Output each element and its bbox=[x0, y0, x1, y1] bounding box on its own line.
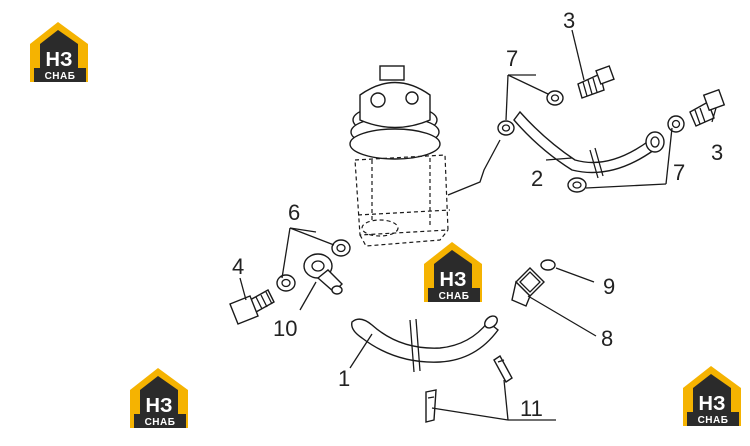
callout-11: 11 bbox=[520, 396, 543, 421]
callout-6: 6 bbox=[288, 200, 300, 225]
watermark-logo: НЗ СНАБ bbox=[130, 368, 188, 428]
bolt-4 bbox=[229, 289, 275, 325]
brand-logo: НЗ СНАБ bbox=[30, 22, 88, 82]
watermark-main-text: НЗ bbox=[440, 269, 467, 291]
watermark-sub-text: СНАБ bbox=[698, 415, 729, 426]
clamp-11a bbox=[425, 389, 437, 423]
callout-3-upper: 3 bbox=[563, 8, 575, 33]
banjo-fitting-10 bbox=[303, 253, 343, 295]
logo-main-text: НЗ bbox=[46, 49, 73, 71]
connector-line bbox=[447, 139, 501, 196]
washer-7c bbox=[667, 115, 685, 133]
callout-3-right: 3 bbox=[711, 140, 723, 165]
hose-1 bbox=[351, 315, 499, 373]
o-ring-9 bbox=[540, 259, 556, 271]
washer-7d bbox=[567, 177, 587, 193]
watermark-main-text: НЗ bbox=[146, 395, 173, 417]
watermark-sub-text: СНАБ bbox=[439, 291, 470, 302]
compressor-assembly bbox=[349, 65, 451, 247]
callout-9: 9 bbox=[603, 274, 615, 299]
washer-6b bbox=[331, 239, 351, 257]
callout-8: 8 bbox=[601, 326, 613, 351]
washer-7a bbox=[497, 120, 515, 136]
callout-7-lower: 7 bbox=[673, 160, 685, 185]
washer-6a bbox=[276, 274, 296, 292]
callout-7-upper: 7 bbox=[506, 46, 518, 71]
leader-lines bbox=[239, 29, 717, 421]
callout-1: 1 bbox=[338, 366, 350, 391]
bolt-3-right bbox=[689, 88, 726, 127]
pipe-fitting bbox=[645, 131, 665, 153]
logo-sub-text: СНАБ bbox=[45, 71, 76, 82]
callout-4: 4 bbox=[232, 254, 244, 279]
bolt-3-upper bbox=[577, 65, 615, 99]
washer-7b bbox=[546, 90, 564, 106]
watermark-sub-text: СНАБ bbox=[145, 417, 176, 428]
callout-10: 10 bbox=[273, 316, 297, 341]
watermark-logo: НЗ СНАБ bbox=[683, 366, 741, 426]
sensor-8 bbox=[511, 267, 545, 307]
watermark-main-text: НЗ bbox=[699, 393, 726, 415]
callout-2: 2 bbox=[531, 166, 543, 191]
clamp-11b bbox=[493, 354, 513, 384]
watermark-logo: НЗ СНАБ bbox=[424, 242, 482, 302]
